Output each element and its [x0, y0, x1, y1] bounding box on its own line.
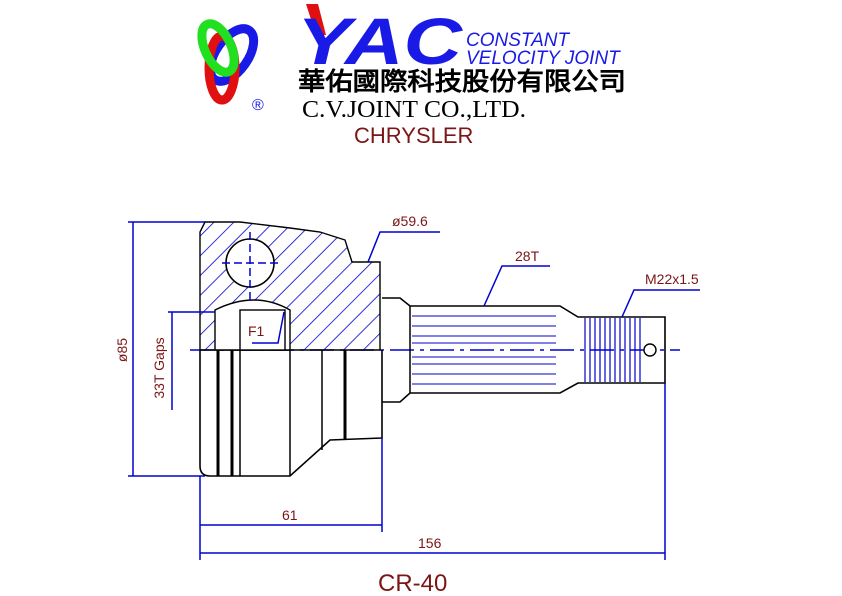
logo-red-stroke: [306, 4, 326, 35]
part-number: CR-40: [378, 570, 447, 596]
body-length-label: 61: [282, 507, 298, 523]
logo-brand: YAC: [297, 4, 464, 78]
company-name-chinese: 華佑國際科技股份有限公司: [298, 68, 626, 96]
cotter-pin-hole: [643, 343, 657, 357]
fit-label: F1: [248, 323, 265, 339]
outer-race-housing: [199, 221, 383, 477]
spline-lines: [412, 315, 556, 385]
outer-diameter-label: ø85: [114, 338, 130, 362]
logo-tagline-1: CONSTANT: [466, 30, 570, 51]
total-length-label: 156: [418, 535, 442, 551]
gaps-label: 33T Gaps: [151, 337, 167, 398]
company-name-english: C.V.JOINT CO.,LTD.: [302, 97, 526, 123]
logo-tagline-2: VELOCITY JOINT: [466, 48, 621, 69]
thread-label: M22x1.5: [645, 271, 699, 287]
logo-blue-ring: [205, 24, 259, 86]
logo-green-ring: [197, 19, 239, 77]
dimension-lines: [128, 221, 700, 560]
shoulder-diameter-label: ø59.6: [392, 213, 428, 229]
stub-shaft: [382, 297, 666, 403]
vehicle-make: CHRYSLER: [354, 123, 473, 148]
spline-label: 28T: [515, 248, 540, 264]
thread-lines: [584, 318, 641, 382]
company-logo: YAC CONSTANT VELOCITY JOINT ® 華佑國際科技股份有限…: [197, 4, 626, 123]
registered-mark: ®: [252, 97, 264, 114]
